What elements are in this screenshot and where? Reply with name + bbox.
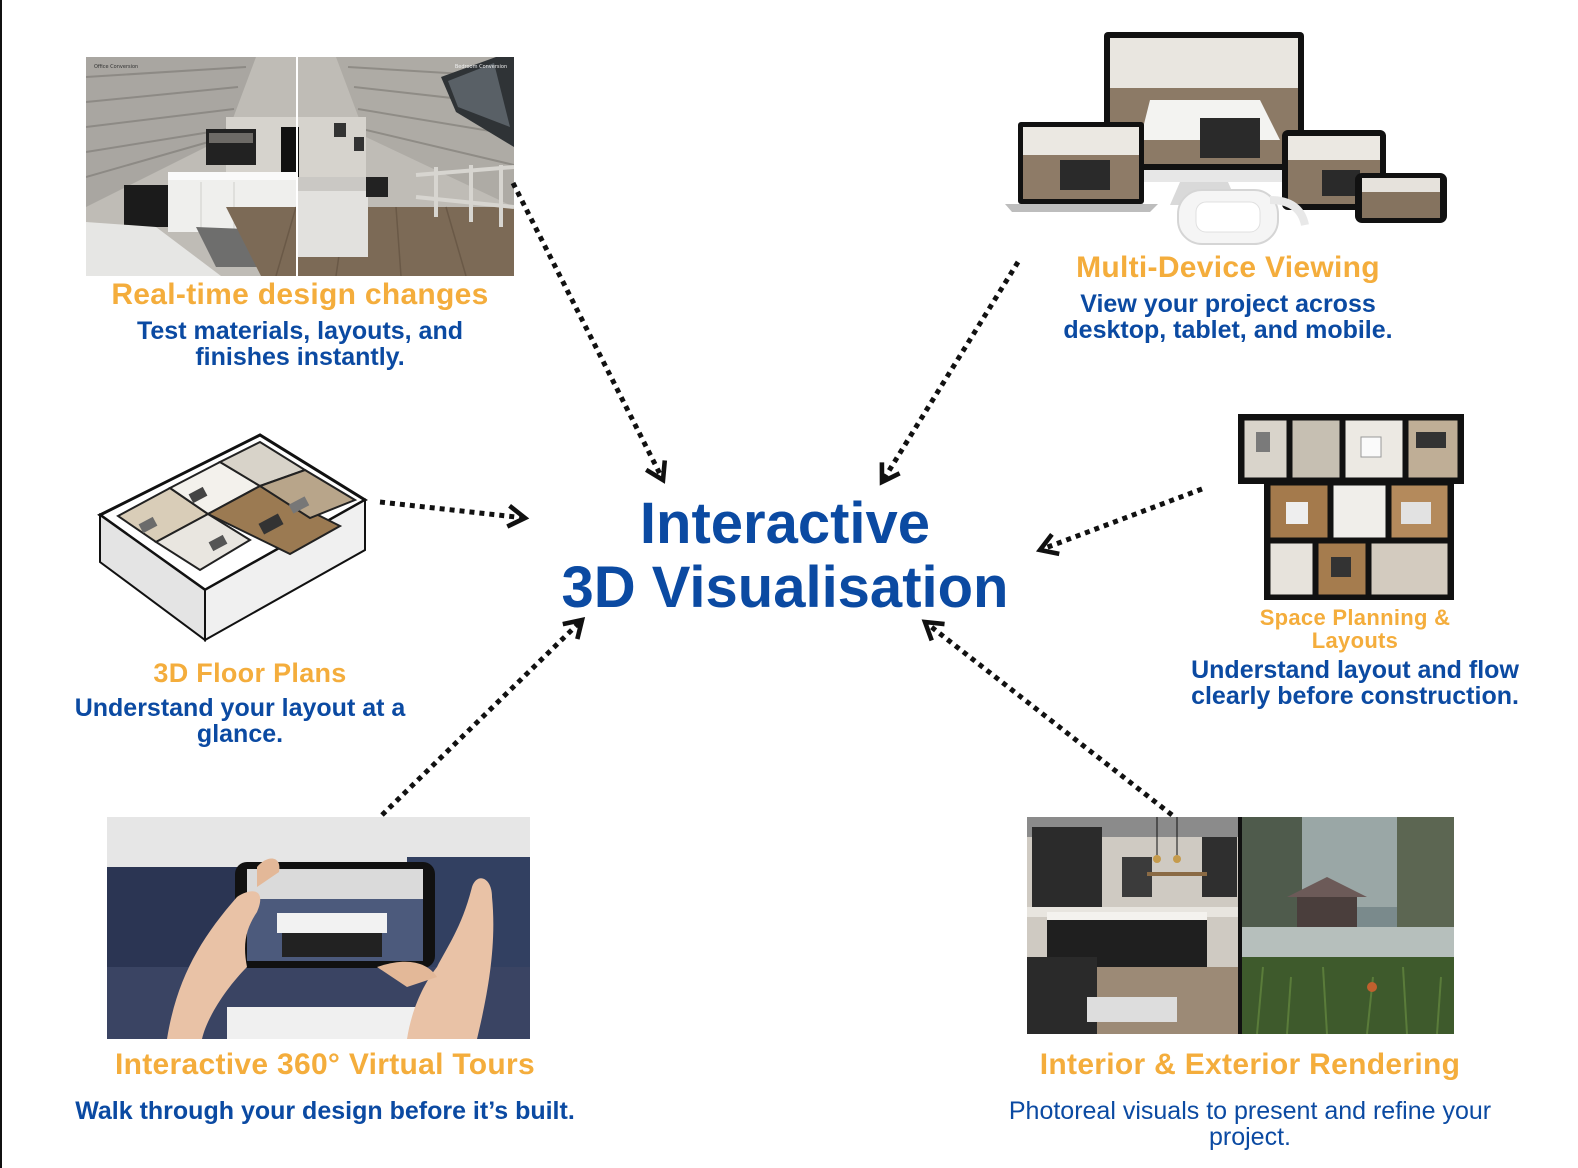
realtime-design-image: Office Conversion Bedroom Conversion — [86, 57, 514, 276]
floorplans-description: Understand your layout at a glance. — [74, 694, 406, 748]
tours-heading: Interactive 360° Virtual Tours — [114, 1048, 536, 1081]
img-label-bedroom: Bedroom Conversion — [455, 64, 507, 70]
multidevice-heading: Multi-Device Viewing — [1076, 251, 1380, 284]
spaceplanning-description: Understand layout and flow clearly befor… — [1191, 656, 1519, 710]
rendering-heading: Interior & Exterior Rendering — [1039, 1048, 1461, 1081]
arrow-spaceplanning — [1035, 486, 1203, 557]
realtime-description: Test materials, layouts, and finishes in… — [136, 317, 464, 371]
center-title-line1: Interactive — [639, 491, 931, 556]
img-label-office: Office Conversion — [94, 64, 138, 70]
spaceplanning-heading: Space Planning & Layouts — [1259, 605, 1451, 653]
realtime-heading: Real-time design changes — [111, 278, 489, 311]
virtual-tour-image — [107, 817, 530, 1039]
rendering-image — [1027, 817, 1454, 1034]
arrow-rendering — [921, 619, 1174, 817]
tours-description: Walk through your design before it’s bui… — [75, 1097, 575, 1125]
multidevice-description: View your project across desktop, tablet… — [1063, 290, 1393, 344]
arrow-multidevice — [879, 260, 1021, 486]
floorplans-heading: 3D Floor Plans — [153, 658, 347, 688]
arrow-floorplans — [379, 499, 530, 529]
floor-plan-image — [90, 430, 370, 650]
center-title-line2: 3D Visualisation — [561, 555, 1009, 620]
rendering-description: Photoreal visuals to present and refine … — [1008, 1097, 1492, 1151]
multi-device-image — [1000, 30, 1455, 250]
left-border-line — [0, 0, 2, 1168]
space-planning-image — [1236, 412, 1466, 602]
center-title: Interactive 3D Visualisation — [540, 492, 1030, 620]
